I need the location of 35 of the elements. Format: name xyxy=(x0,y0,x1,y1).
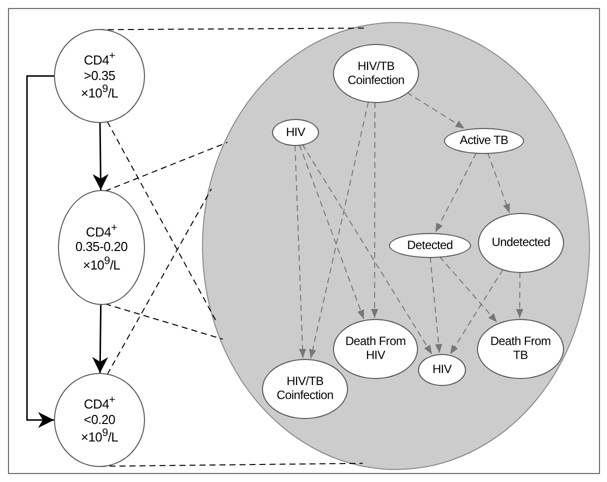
arrow xyxy=(309,101,369,359)
arrow xyxy=(302,144,432,355)
state-label: Death From TB xyxy=(490,335,552,363)
state-ellipse xyxy=(262,359,348,419)
arrow xyxy=(487,152,510,214)
arrow xyxy=(439,256,498,323)
state-label: HIV/TB Coinfection xyxy=(346,60,406,88)
state-label: Detected xyxy=(406,238,454,252)
dashed-projection-line xyxy=(106,121,217,322)
arrow xyxy=(92,122,109,190)
state-label: CD4$^{+}$ 0.35-0.20 ×10$^{9}$/L xyxy=(74,222,129,274)
dashed-projection-line xyxy=(106,188,212,375)
state-label: Death From HIV xyxy=(344,335,406,363)
arrow xyxy=(516,272,524,318)
state-ellipse xyxy=(418,354,466,386)
arrow xyxy=(406,92,465,129)
arrow xyxy=(26,75,54,428)
arrow xyxy=(298,144,364,320)
state-label: CD4$^{+}$ >0.35 ×10$^{9}$/L xyxy=(80,50,120,102)
dashed-projection-line xyxy=(104,142,228,192)
state-ellipse xyxy=(272,119,319,146)
arrow xyxy=(92,305,108,373)
state-label: CD4$^{+}$ <0.20 ×10$^{9}$/L xyxy=(80,394,120,446)
state-label: HIV xyxy=(431,363,453,377)
state-label: HIV xyxy=(284,126,306,140)
arrow xyxy=(294,144,306,358)
arrow xyxy=(430,256,442,354)
dashed-projection-line xyxy=(104,303,224,340)
arrow xyxy=(434,152,477,233)
state-ellipse xyxy=(333,319,418,379)
state-label: HIV/TB Coinfection xyxy=(276,375,334,403)
state-label: Undetected xyxy=(490,236,552,250)
arrow xyxy=(450,269,504,355)
state-label: Active TB xyxy=(458,134,510,148)
arrow xyxy=(371,102,378,318)
